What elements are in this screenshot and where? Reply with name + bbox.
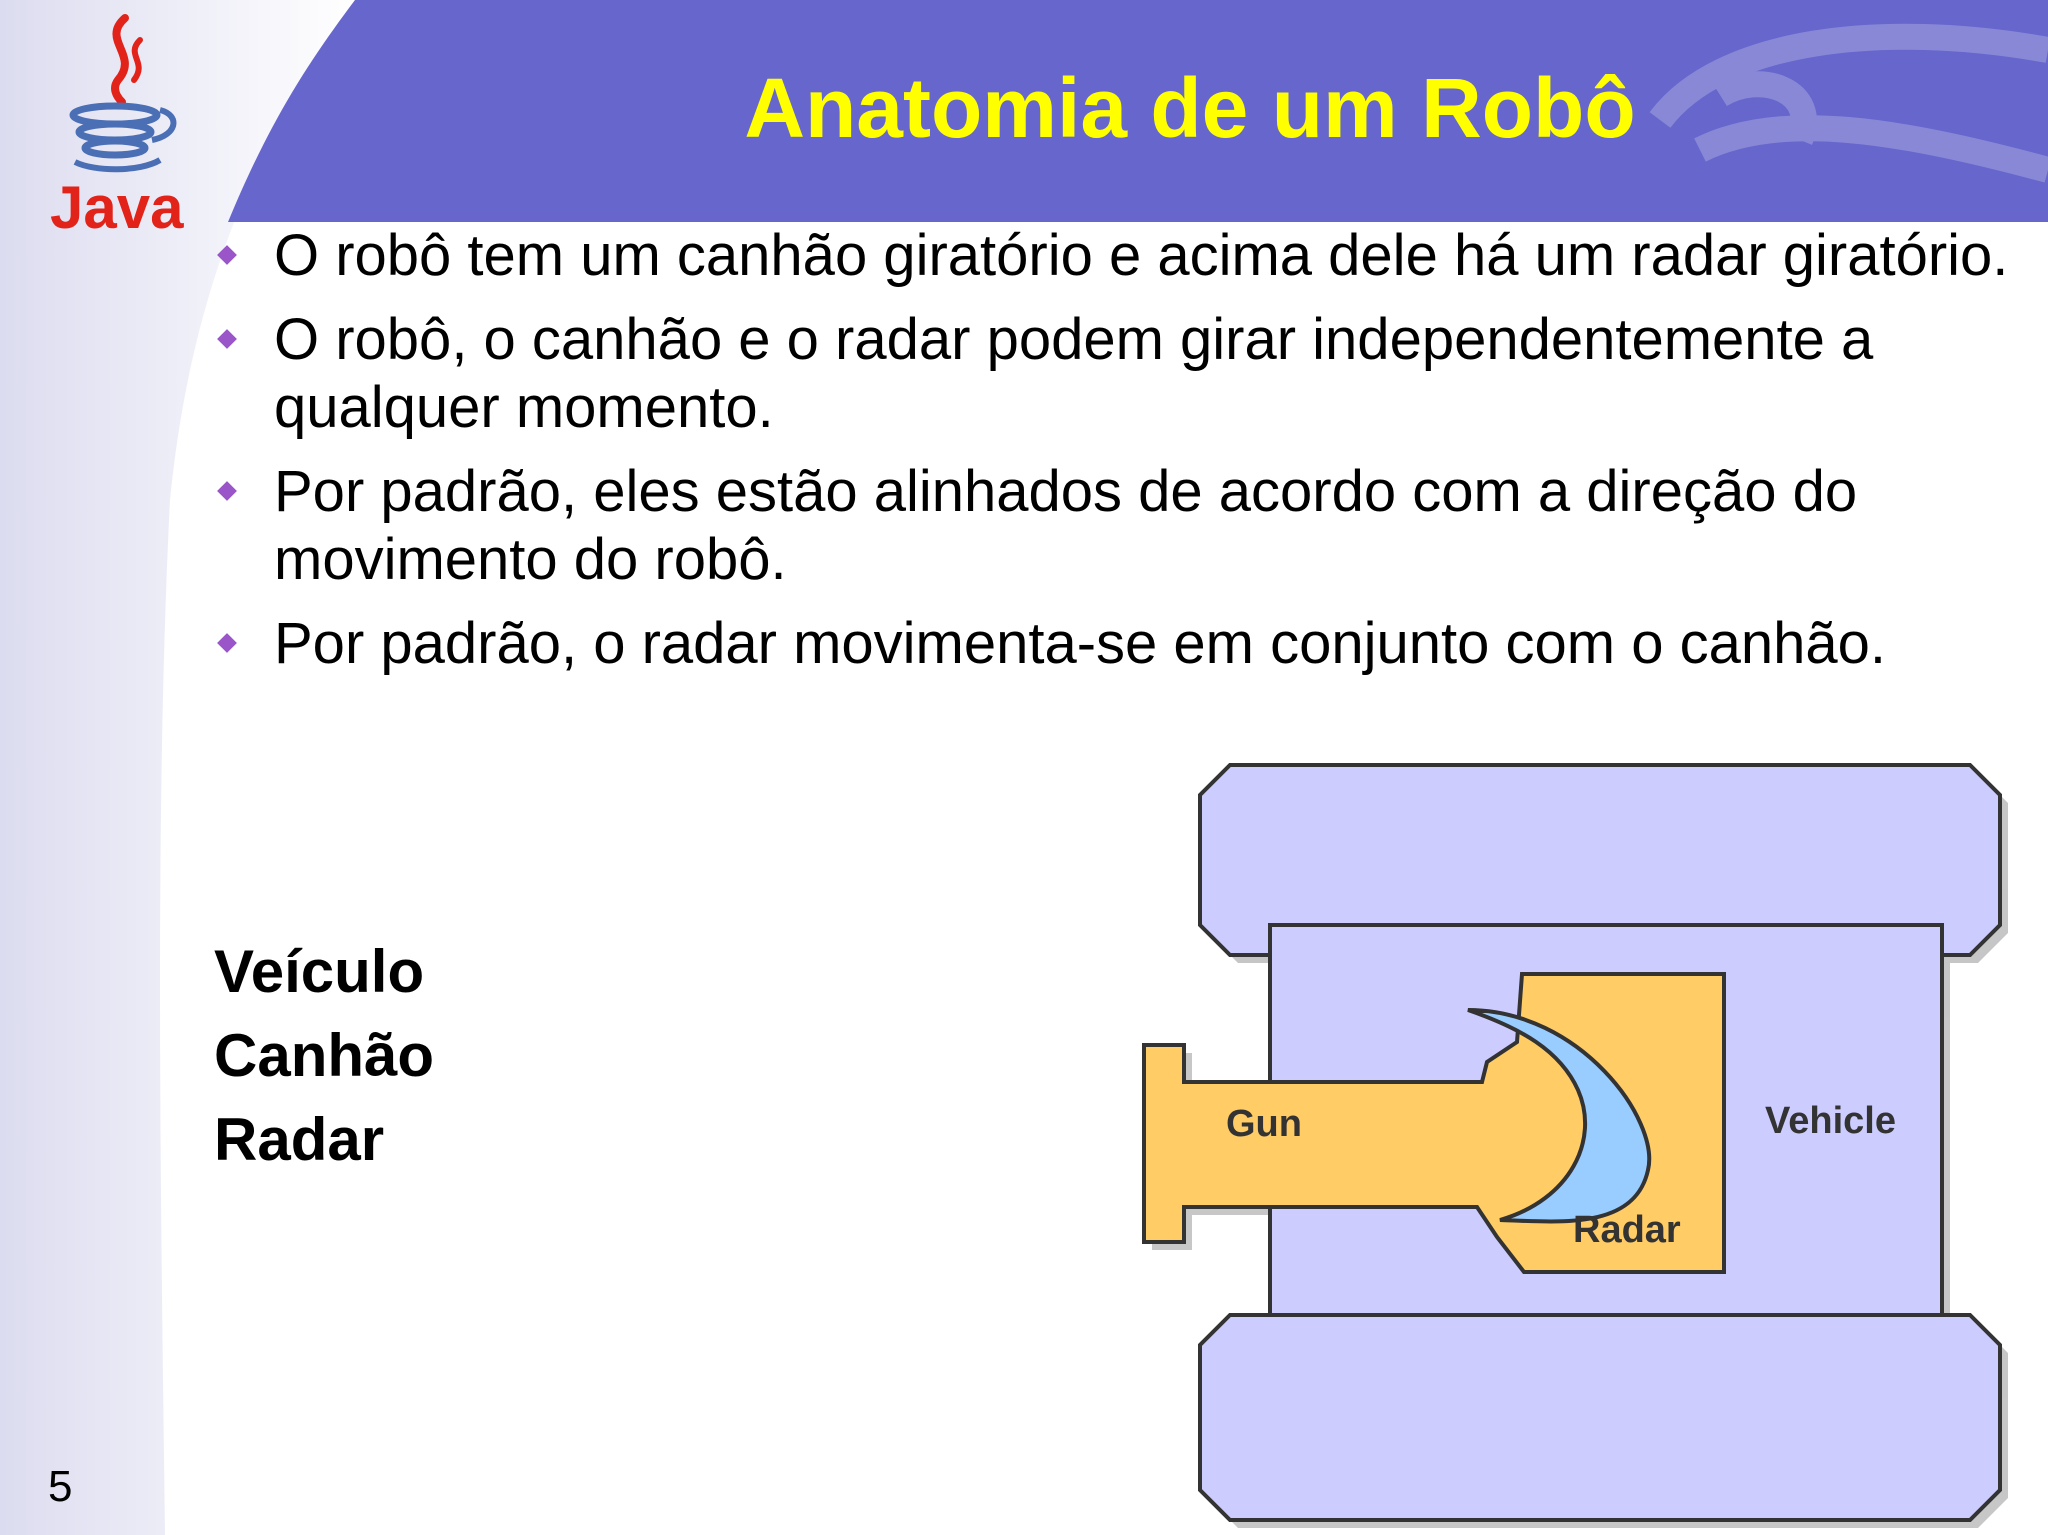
label-radar: Radar <box>214 1106 385 1173</box>
diamond-bullet-icon <box>217 329 237 349</box>
bullet-text: Por padrão, o radar movimenta-se em conj… <box>274 611 1886 676</box>
slide-title: Anatomia de um Robô <box>744 61 1636 155</box>
diamond-bullet-icon <box>217 481 237 501</box>
bullet-text: O robô tem um canhão giratório e acima d… <box>274 223 2009 288</box>
label-vehicle: Veículo <box>214 938 425 1005</box>
java-logo-text: Java <box>50 174 184 241</box>
bullet-text: Por padrão, eles estão alinhados de acor… <box>274 459 1858 592</box>
radar-label: Radar <box>1573 1209 1681 1251</box>
label-gun: Canhão <box>214 1022 435 1089</box>
component-label-list: Veículo Canhão Radar <box>214 930 434 1182</box>
radar-shape <box>1467 1008 1652 1224</box>
bullet-item: Por padrão, o radar movimenta-se em conj… <box>210 610 2010 678</box>
vehicle-rear-track <box>1198 1313 2002 1522</box>
page-number: 5 <box>48 1462 73 1511</box>
vehicle-front-track <box>1198 763 2002 957</box>
bullet-item: O robô, o canhão e o radar podem girar i… <box>210 306 2010 442</box>
java-logo: Java <box>50 14 184 241</box>
diamond-bullet-icon <box>217 633 237 653</box>
bullet-list: O robô tem um canhão giratório e acima d… <box>210 222 2010 694</box>
vehicle-label: Vehicle <box>1765 1100 1896 1142</box>
diamond-bullet-icon <box>217 245 237 265</box>
bullet-item: O robô tem um canhão giratório e acima d… <box>210 222 2010 290</box>
gun-label: Gun <box>1226 1103 1302 1145</box>
bullet-item: Por padrão, eles estão alinhados de acor… <box>210 458 2010 594</box>
bullet-text: O robô, o canhão e o radar podem girar i… <box>274 307 1874 440</box>
robot-diagram: Gun Radar Vehicle <box>1142 763 2008 1528</box>
java-coffee-cup-icon <box>69 14 177 173</box>
